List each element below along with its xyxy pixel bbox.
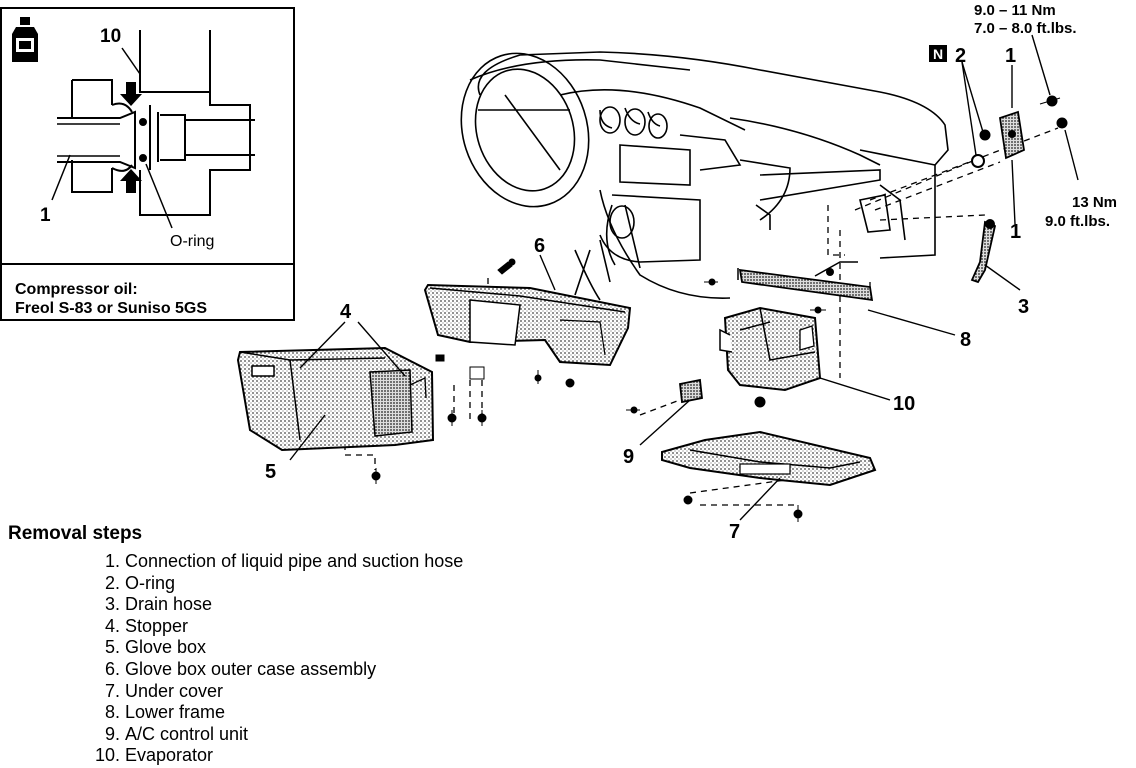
oil-can-icon: [12, 17, 38, 62]
inset-callout-1: 1: [40, 205, 51, 226]
list-item: 6.Glove box outer case assembly: [104, 658, 377, 679]
list-item: 1.Connection of liquid pipe and suction …: [104, 551, 464, 571]
inset-callout-10: 10: [100, 26, 121, 47]
removal-steps-list: 1.Connection of liquid pipe and suction …: [8, 551, 463, 767]
callout-6: 6: [534, 235, 545, 257]
glove-box-outer-case: [423, 283, 632, 367]
drain-hose-part: [970, 219, 997, 284]
list-item: 9.A/C control unit: [104, 723, 249, 744]
callout-1-top: 1: [1005, 45, 1016, 67]
list-item: 5.Glove box: [104, 637, 207, 658]
arrow-up-icon: [120, 169, 142, 193]
oring-label: O-ring: [170, 233, 214, 250]
callout-leaders: [289, 34, 1079, 521]
arrow-down-icon: [120, 82, 142, 106]
pipe-connection-part: [998, 110, 1025, 160]
callout-8: 8: [960, 329, 971, 351]
under-cover-part: [661, 430, 877, 487]
list-item: 3.Drain hose: [104, 594, 213, 615]
inset-detail: 10 1 O-ring Compressor oil: Freol S-83 o…: [0, 7, 295, 321]
ac-control-unit-part: [679, 378, 703, 404]
callout-7: 7: [729, 521, 740, 543]
list-item: 7.Under cover: [104, 680, 224, 701]
callout-2: 2: [955, 45, 966, 67]
pipe-fitting-drawing: [57, 30, 255, 216]
evaporator-part: [719, 306, 822, 392]
removal-steps: Removal steps 1.Connection of liquid pip…: [8, 523, 463, 767]
glove-box-part: [236, 346, 435, 452]
svg-text:N: N: [933, 46, 943, 62]
fasteners: [371, 95, 1068, 522]
list-item: 4.Stopper: [104, 615, 189, 636]
list-item: 10.Evaporator: [94, 745, 214, 766]
removal-steps-title: Removal steps: [8, 523, 143, 544]
callout-5: 5: [265, 461, 276, 483]
oil-types: Freol S-83 or Suniso 5GS: [15, 300, 207, 317]
torque-top-ftlbs: 7.0 – 8.0 ft.lbs.: [974, 20, 1077, 37]
callout-10: 10: [893, 393, 915, 415]
callout-4: 4: [340, 301, 352, 323]
lower-frame-part: [737, 261, 874, 302]
callout-1-bottom: 1: [1010, 221, 1021, 243]
list-item: 8.Lower frame: [104, 702, 226, 723]
callout-3: 3: [1018, 296, 1029, 318]
dashboard-outline: [460, 51, 949, 301]
torque-top-nm: 9.0 – 11 Nm: [974, 2, 1056, 19]
oil-title: Compressor oil:: [15, 281, 138, 298]
callout-9: 9: [623, 446, 634, 468]
n-badge: N: [929, 45, 947, 62]
torque-side-ftlbs: 9.0 ft.lbs.: [1045, 213, 1110, 230]
torque-side-nm: 13 Nm: [1072, 194, 1117, 211]
list-item: 2.O-ring: [104, 572, 176, 593]
